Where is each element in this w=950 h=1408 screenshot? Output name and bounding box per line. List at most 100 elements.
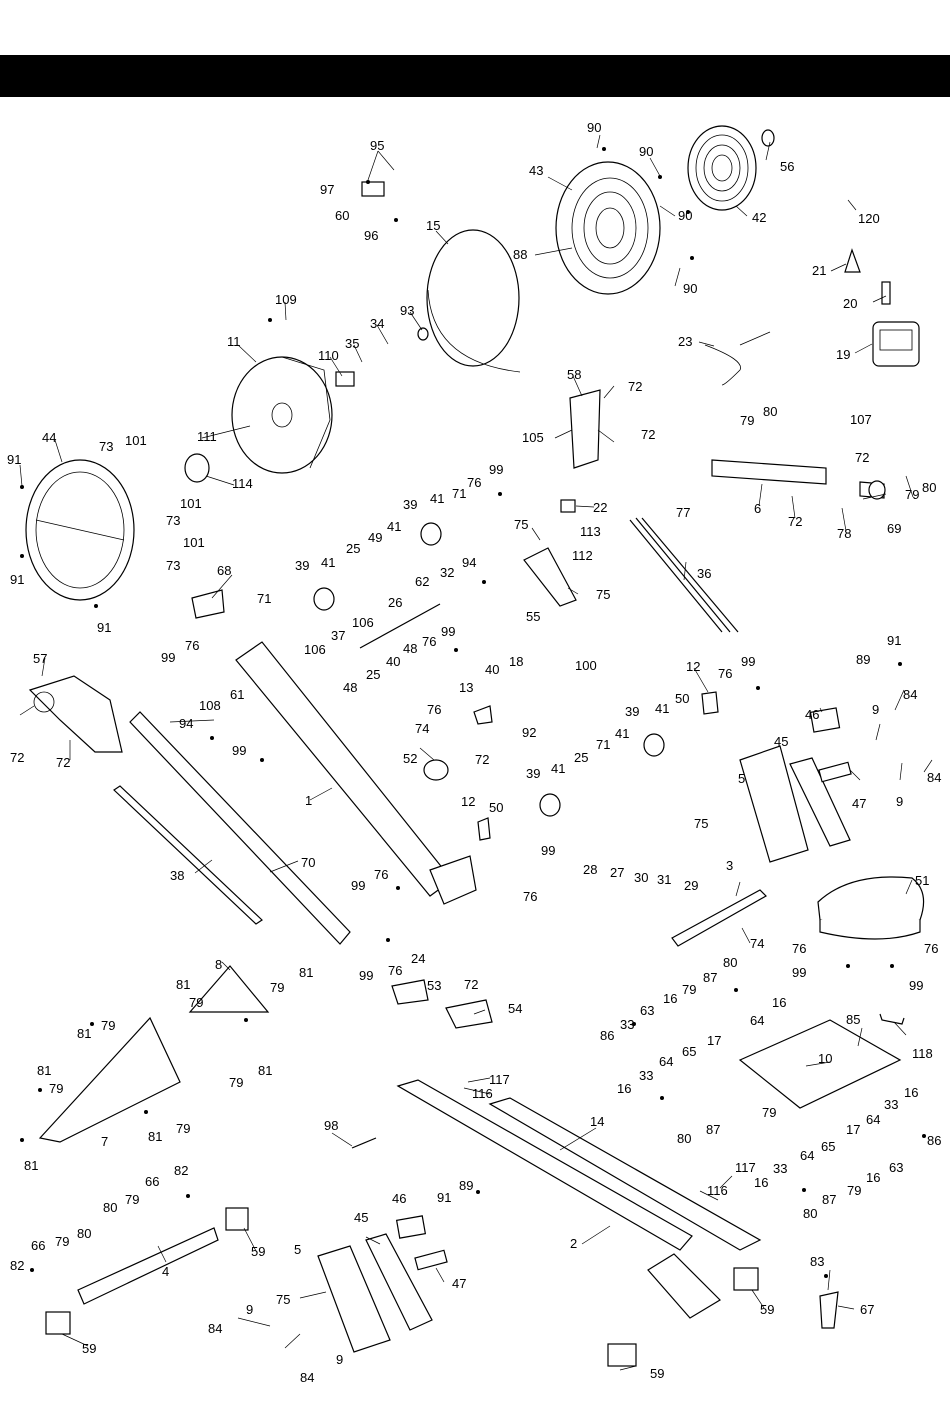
label-75-c: 75 [694,816,708,831]
label-14: 14 [590,1114,604,1129]
label-81-a: 81 [299,965,313,980]
label-68: 68 [217,563,231,578]
label-76-i: 76 [924,941,938,956]
label-54: 54 [508,1001,522,1016]
label-18: 18 [509,654,523,669]
base-frame-part-2 [396,1079,762,1367]
label-53: 53 [427,978,441,993]
label-25-c: 25 [574,750,588,765]
label-16-a: 16 [663,991,677,1006]
pedal-part-5-upper [739,745,851,863]
tube-part-47-upper [818,761,852,783]
label-91-b: 91 [10,572,24,587]
label-73-b: 73 [166,513,180,528]
label-73-c: 73 [166,558,180,573]
part-69 [868,480,886,500]
label-76-g: 76 [523,889,537,904]
label-77: 77 [676,505,690,520]
label-89-a: 89 [856,652,870,667]
label-110: 110 [318,348,339,363]
label-91-a: 91 [7,452,21,467]
label-99-i: 99 [792,965,806,980]
label-72-c: 72 [855,450,869,465]
label-79-g: 79 [229,1075,243,1090]
label-76-b: 76 [422,634,436,649]
label-47-a: 47 [852,796,866,811]
label-52: 52 [403,751,417,766]
label-75-b: 75 [596,587,610,602]
label-113: 113 [580,524,601,539]
cover-part-57 [28,675,123,753]
label-7: 7 [101,1134,108,1149]
label-99-c: 99 [161,650,175,665]
label-89-b: 89 [459,1178,473,1193]
label-9-b: 9 [896,794,903,809]
label-101-a: 101 [125,433,147,448]
label-120: 120 [858,211,880,226]
label-79-c: 79 [270,980,284,995]
label-72-d: 72 [788,514,802,529]
label-117-a: 117 [489,1072,510,1087]
label-90-c: 90 [678,208,692,223]
label-107: 107 [850,412,872,427]
label-37: 37 [331,628,345,643]
label-45-a: 45 [774,734,788,749]
label-33-c: 33 [884,1097,898,1112]
label-81-d: 81 [258,1063,272,1078]
label-82-a: 82 [174,1163,188,1178]
label-30: 30 [634,870,648,885]
label-9-a: 9 [872,702,879,717]
label-109: 109 [275,292,297,307]
label-38: 38 [170,868,184,883]
sensor-part-22 [560,499,576,513]
label-99-b: 99 [441,624,455,639]
label-90-b: 90 [639,144,653,159]
strap-part-46-upper [809,707,841,733]
cover-part-53 [391,979,429,1005]
label-79-d: 79 [682,982,696,997]
label-39-d: 39 [526,766,540,781]
label-43: 43 [529,163,543,178]
label-41-d: 41 [655,701,669,716]
label-76-f: 76 [374,867,388,882]
label-6: 6 [754,501,761,516]
label-15: 15 [426,218,440,233]
label-59-b: 59 [760,1302,774,1317]
label-86-a: 86 [600,1028,614,1043]
label-99-e: 99 [232,743,246,758]
main-frame-part-1 [235,641,477,905]
label-50-b: 50 [489,800,503,815]
label-79-f: 79 [101,1018,115,1033]
axle-part-26 [359,603,441,649]
bracket-part-58 [569,389,601,469]
label-26: 26 [388,595,402,610]
part-labels: 90 95 90 43 56 97 60 15 90 42 120 96 88 … [7,120,941,1385]
label-87-a: 87 [703,970,717,985]
label-41-e: 41 [615,726,629,741]
tube-part-47-lower [414,1249,448,1271]
label-21: 21 [812,263,826,278]
cable-part-23 [704,331,771,386]
label-64-d: 64 [800,1148,814,1163]
label-97: 97 [320,182,334,197]
housing-part-44 [25,459,135,601]
label-82-b: 82 [10,1258,24,1273]
label-31: 31 [657,872,671,887]
label-79-k: 79 [847,1183,861,1198]
label-42: 42 [752,210,766,225]
cover-part-68 [191,589,225,619]
label-64-a: 64 [750,1013,764,1028]
label-79-i: 79 [762,1105,776,1120]
label-116-b: 116 [707,1183,728,1198]
label-48-b: 48 [343,680,357,695]
label-41-c: 41 [321,555,335,570]
label-73-a: 73 [99,439,113,454]
label-101-c: 101 [183,535,205,550]
label-44: 44 [42,430,56,445]
console-part-19 [872,321,920,367]
label-16-b: 16 [772,995,786,1010]
label-9-c: 9 [246,1302,253,1317]
pedal-part-5-lower [317,1233,433,1353]
plate-part-7 [38,1016,181,1143]
